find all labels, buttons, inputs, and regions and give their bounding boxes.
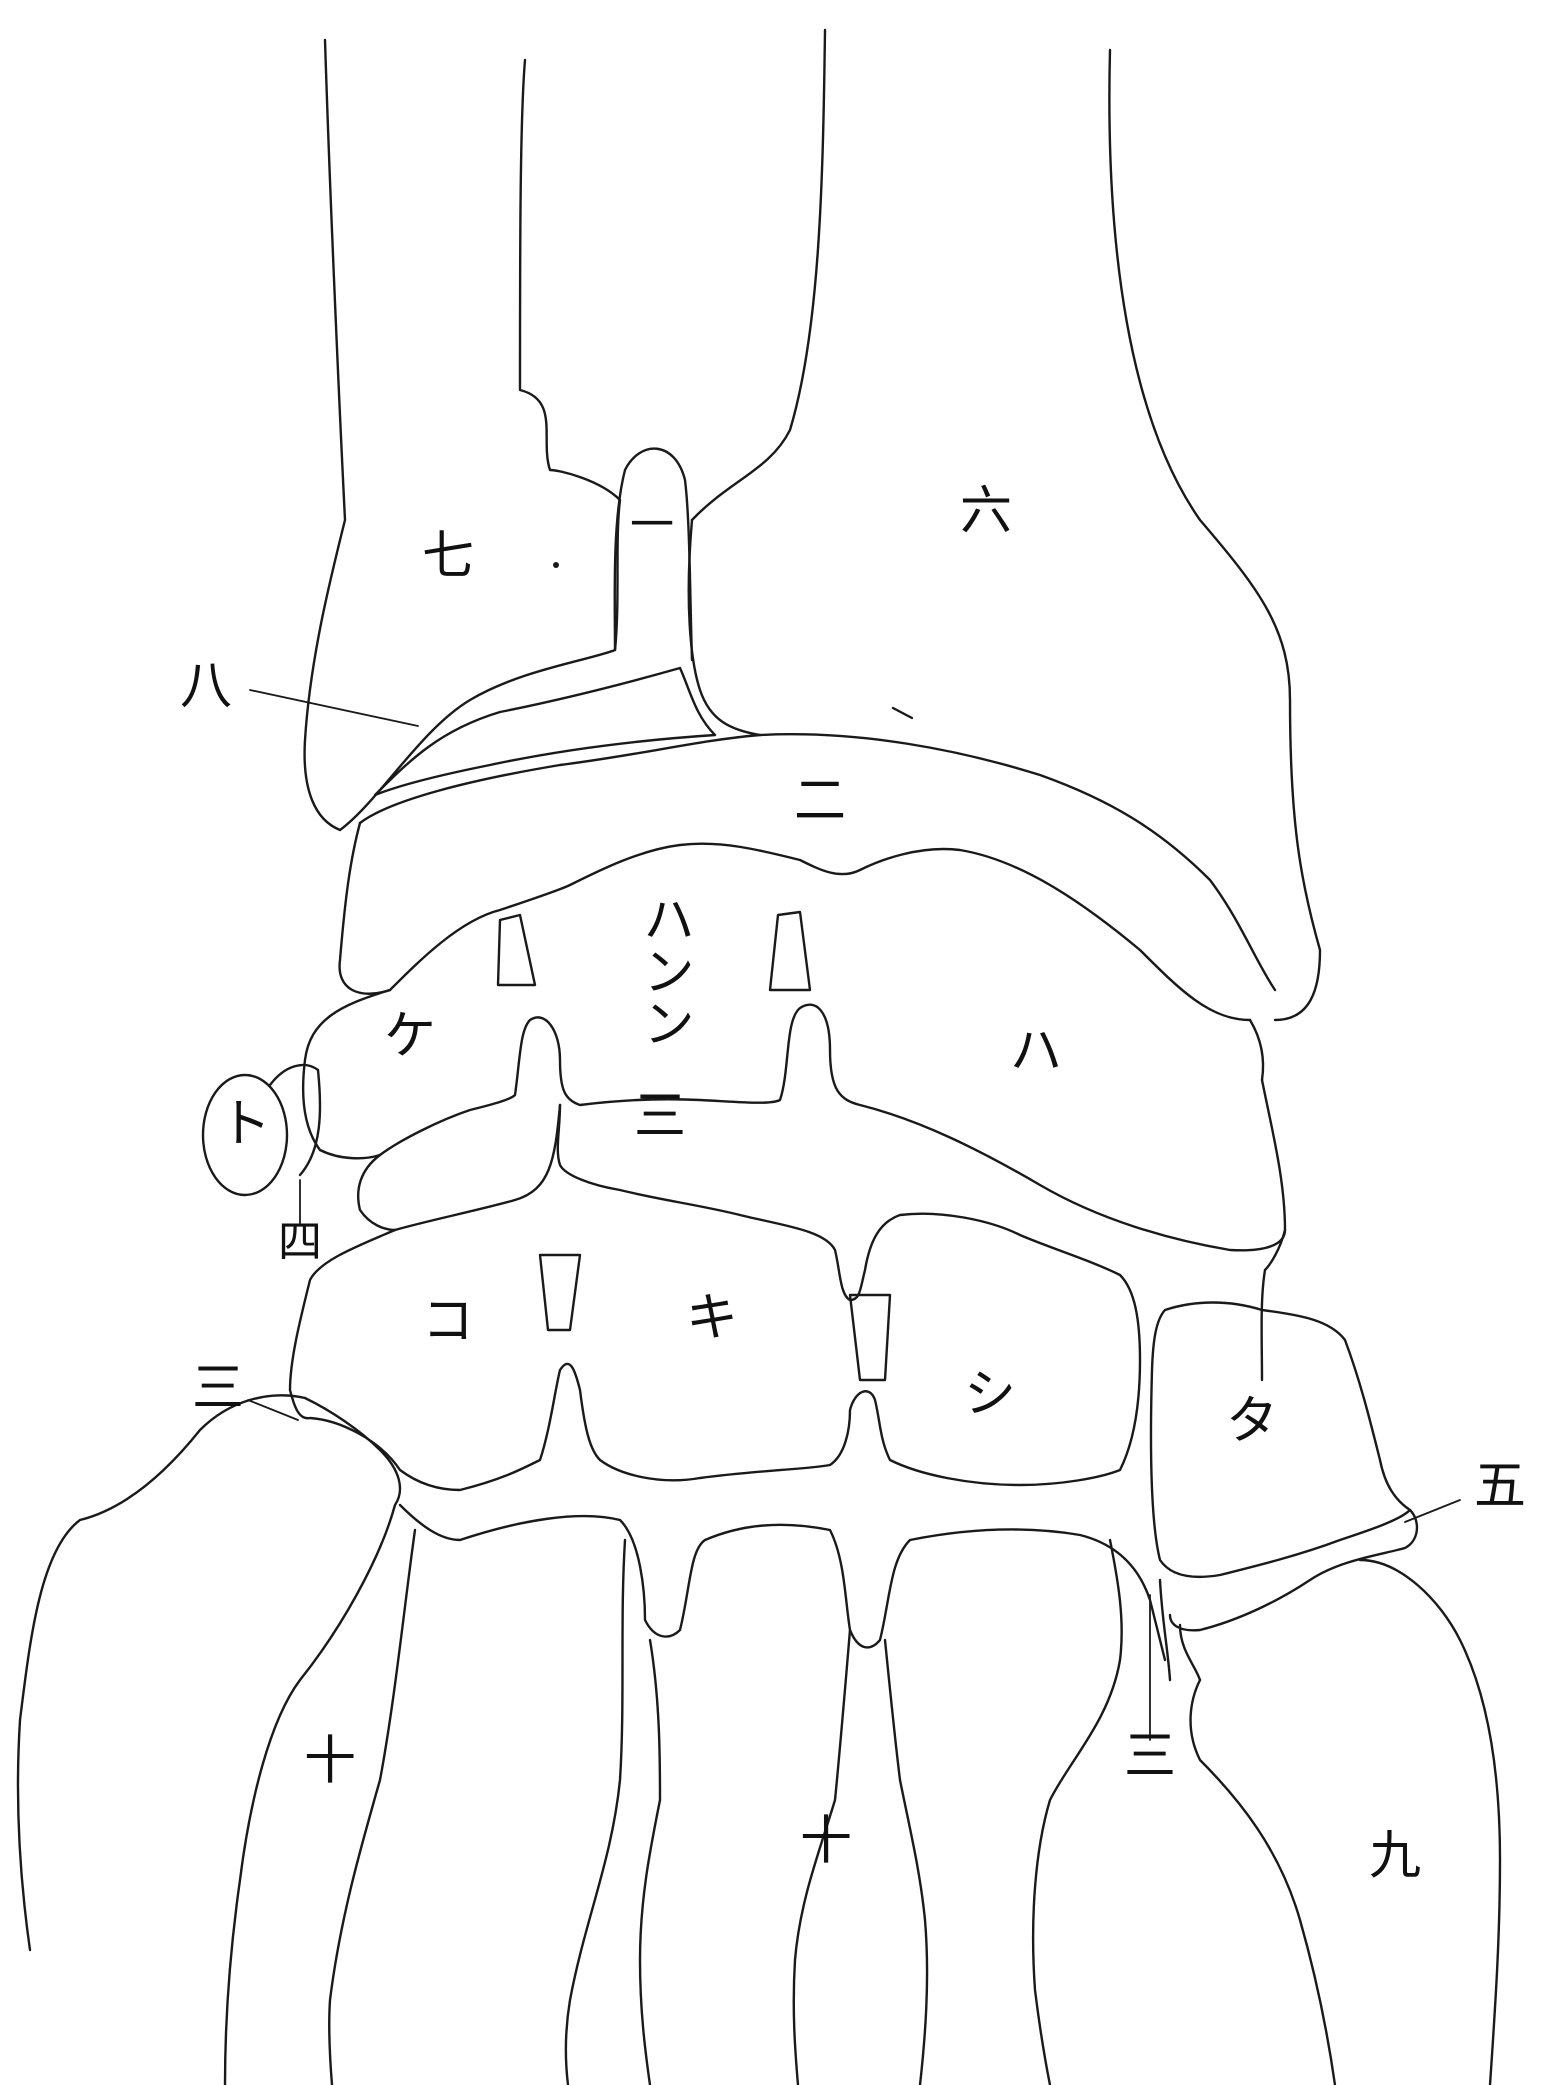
label-kyu: 九: [1369, 1827, 1421, 1887]
label-hanshin: ハンン: [634, 892, 694, 1048]
label-ju-left: 十: [304, 1732, 356, 1792]
label-ha: ハ: [1010, 1022, 1062, 1082]
label-ta: タ: [1226, 1392, 1278, 1452]
trapezium-bone: [1151, 1303, 1417, 1631]
ink-dot: [553, 562, 559, 568]
label-shi: シ: [964, 1365, 1016, 1425]
label-ni: 二: [794, 772, 846, 832]
label-ke: ケ: [384, 1007, 436, 1067]
label-ki: キ: [686, 1289, 738, 1349]
label-san-left: 三: [192, 1359, 244, 1419]
articular-disc-hatched: [375, 668, 715, 795]
label-shichi: 七: [422, 527, 474, 587]
label-san-lower: 三: [1124, 1727, 1176, 1787]
leader-hachi: [250, 690, 418, 726]
label-ju-center: 十: [800, 1812, 852, 1872]
leader-go: [1405, 1500, 1460, 1522]
label-ichi: 一: [630, 500, 674, 551]
label-roku: 六: [960, 482, 1012, 542]
leader-san-left: [248, 1400, 298, 1420]
label-san-upper: 三: [634, 1087, 686, 1147]
label-shi-left: 四: [278, 1217, 322, 1268]
ulnar-styloid: [615, 449, 692, 660]
label-ko: コ: [422, 1292, 474, 1352]
metacarpal-bases: [18, 1395, 1500, 2085]
ink-mark: [893, 708, 912, 718]
label-to: ト: [219, 1095, 271, 1155]
label-go: 五: [1474, 1457, 1526, 1517]
label-hachi: 八: [180, 657, 232, 717]
carpal-row-middle: [303, 844, 1285, 1251]
